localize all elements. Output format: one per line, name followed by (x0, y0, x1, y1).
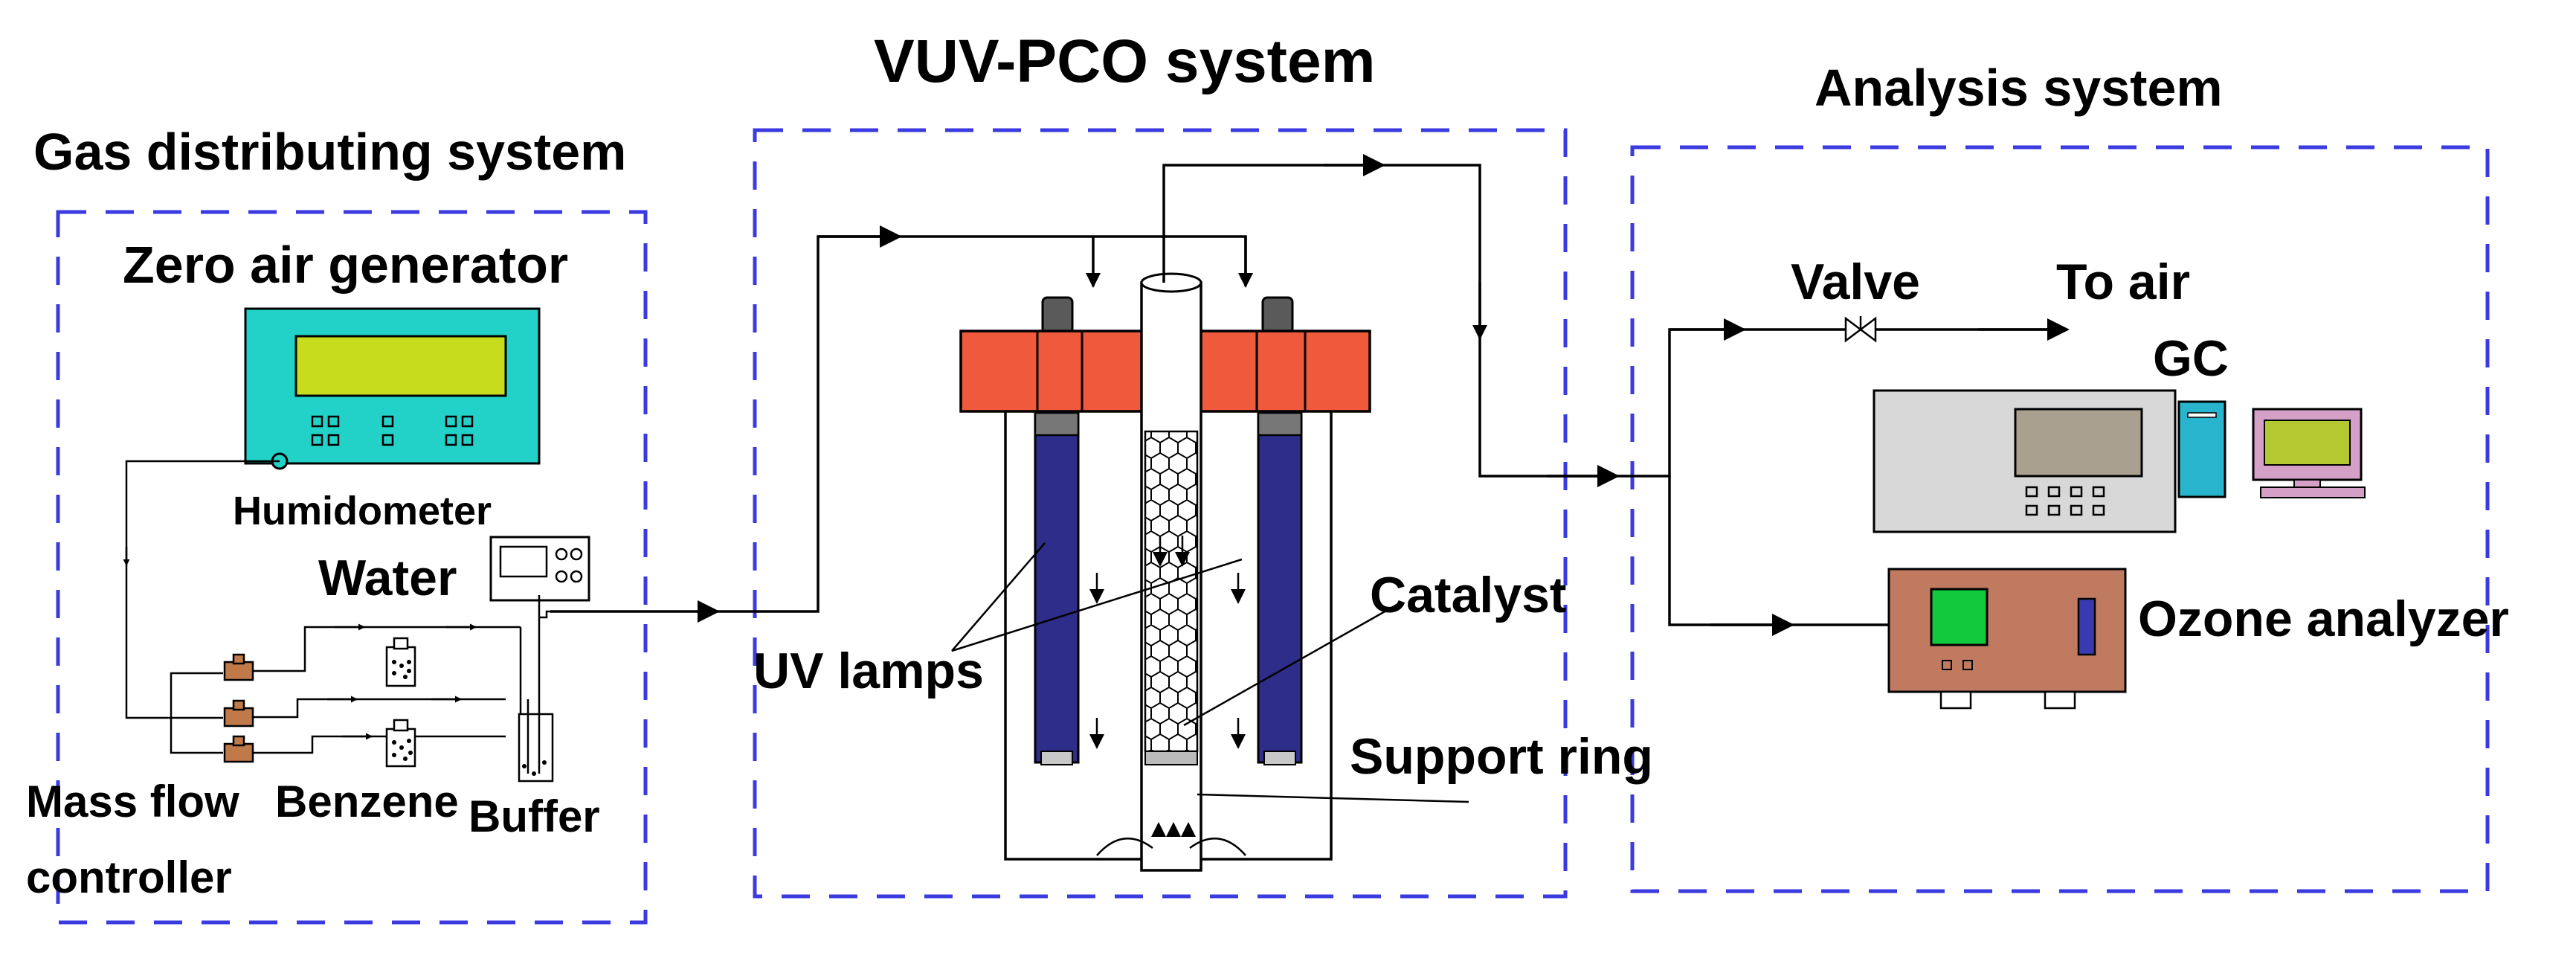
inlet-top-line (892, 235, 1247, 281)
ozone-analyzer (1887, 568, 2127, 710)
water-label: Water (318, 550, 457, 606)
support-ring-part (1144, 751, 1198, 765)
gc-instrument (1873, 389, 2177, 533)
zero-air-generator (244, 307, 541, 470)
mass-flow-label-line1: Mass flow (26, 777, 239, 826)
reactor-outlet-line (1162, 164, 1621, 478)
mass-flow-controllers (223, 653, 254, 763)
support-ring-label: Support ring (1350, 728, 1653, 785)
uv-lamps-label: UV lamps (753, 643, 984, 699)
mass-flow-label-line2: controller (26, 852, 232, 902)
gas-system-box (56, 210, 648, 925)
benzene-bottle (385, 719, 416, 768)
supply-line (125, 460, 280, 719)
analysis-system-box (1630, 145, 2490, 893)
mfc2-line (253, 698, 506, 719)
vuv-system-title: VUV-PCO system (874, 28, 1376, 95)
buffer-label: Buffer (468, 791, 600, 841)
humidometer-meter (489, 536, 590, 602)
zero-air-generator-label: Zero air generator (123, 236, 568, 294)
valve-label: Valve (1791, 254, 1920, 310)
mfc1-line (253, 626, 521, 672)
mfc3-line (253, 735, 506, 754)
catalyst-label: Catalyst (1370, 567, 1567, 623)
gas-system-title: Gas distributing system (33, 123, 626, 181)
reactor-inlet-line (718, 235, 892, 613)
analysis-system-title: Analysis system (1815, 59, 2223, 117)
vuv-system-box (753, 128, 1568, 899)
benzene-label: Benzene (275, 777, 459, 826)
ozone-line (1668, 476, 1800, 626)
uv-lamp-right (1257, 411, 1303, 764)
catalyst-bed (1144, 430, 1199, 753)
supply-branch-top (170, 672, 223, 718)
gc-label: GC (2153, 330, 2229, 387)
valve-icon (1844, 316, 1877, 343)
computer-icon (2177, 400, 2366, 498)
to-air-label: To air (2056, 254, 2190, 310)
supply-branch-bottom (170, 718, 223, 754)
uv-lamp-left (1034, 411, 1080, 764)
humidometer-label: Humidometer (233, 489, 492, 533)
water-bottle (385, 637, 416, 687)
reactor (959, 272, 1371, 872)
buffer-vessel (518, 595, 554, 783)
ozone-analyzer-label: Ozone analyzer (2138, 591, 2509, 647)
